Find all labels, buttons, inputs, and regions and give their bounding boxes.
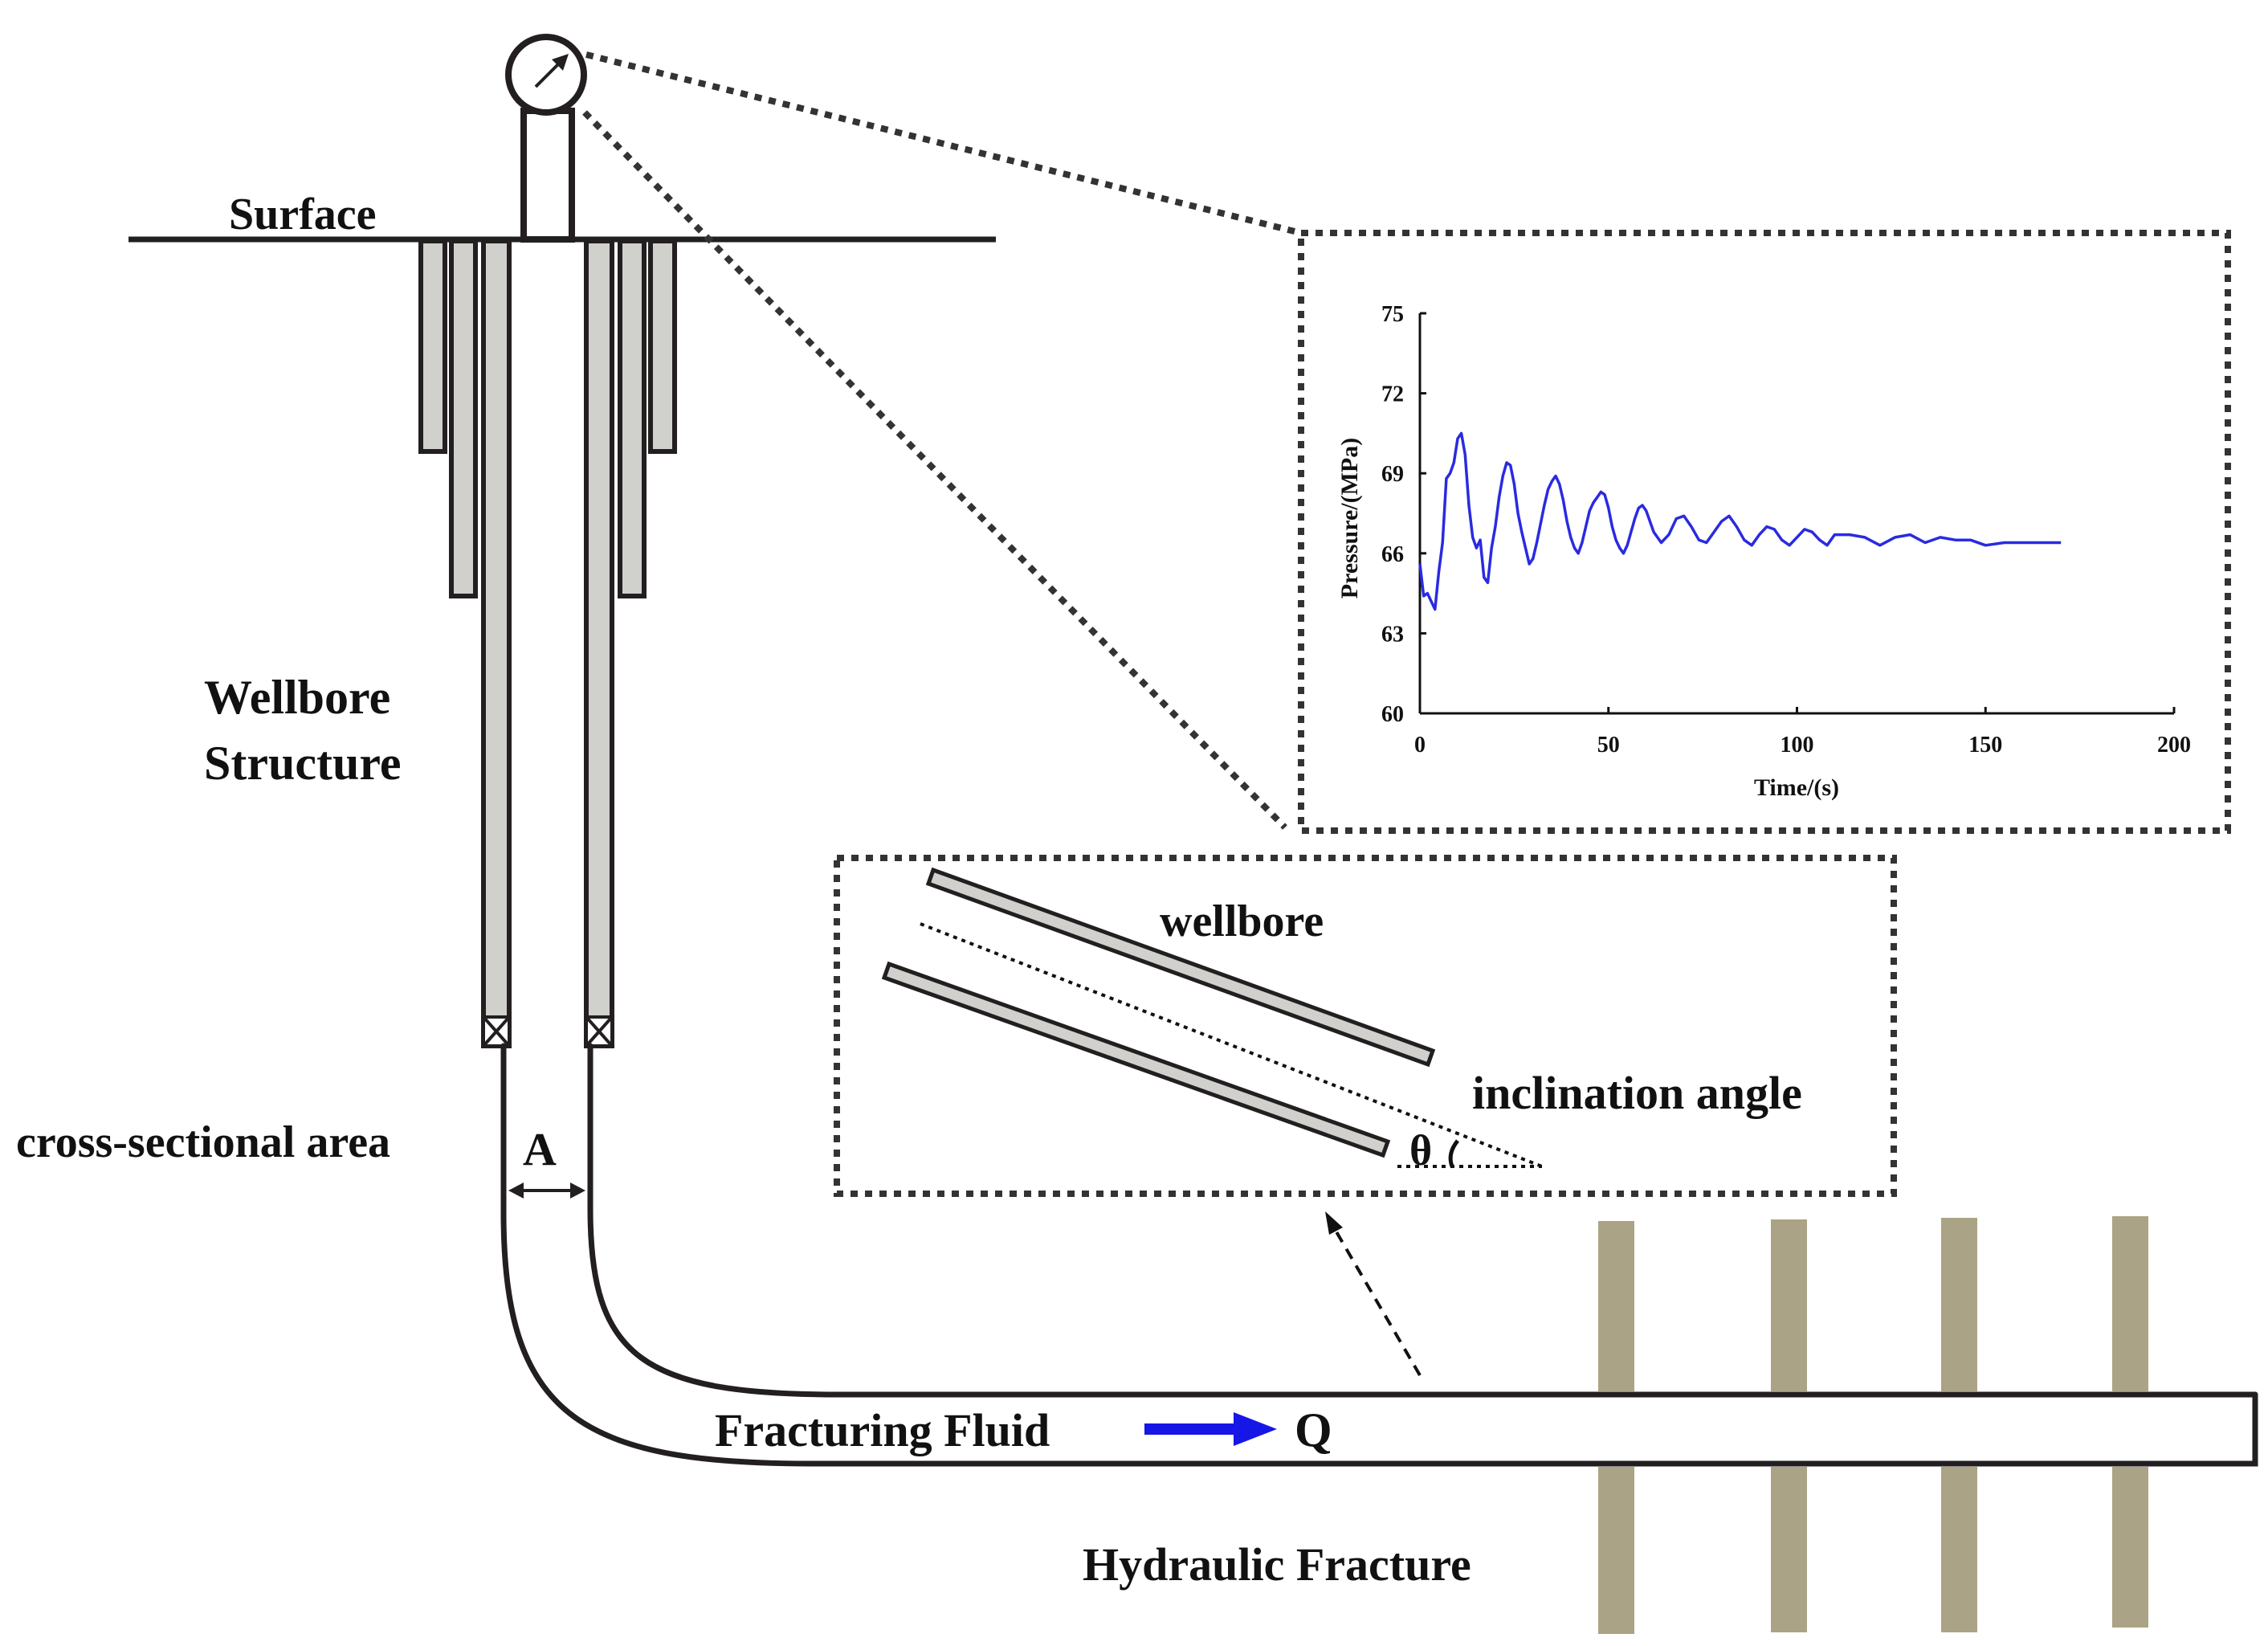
packers	[482, 1015, 614, 1048]
wellbore-outer-wall	[500, 1043, 2258, 1467]
inclination-angle-label: inclination angle	[1472, 1067, 1802, 1119]
flow-rate-symbol: Q	[1295, 1403, 1332, 1456]
packer-left-x2	[482, 1015, 511, 1048]
packer-right-x2	[585, 1015, 614, 1048]
y-tick-label: 72	[1381, 382, 1404, 407]
y-axis-ticks: 60 63 66 69 72 75	[1381, 302, 1426, 727]
fracture-4-upper	[2112, 1216, 2148, 1391]
surface-casing-left	[418, 239, 447, 454]
wellbore-structure-label-line1: Wellbore	[204, 671, 390, 724]
y-tick-label: 60	[1381, 702, 1404, 727]
horizontal-wellbore	[500, 1043, 2258, 1467]
hydraulic-fractures	[1598, 1216, 2148, 1634]
fracture-1-upper	[1598, 1221, 1634, 1391]
x-tick-label: 0	[1414, 733, 1426, 758]
area-symbol: A	[523, 1123, 557, 1175]
x-tick-label: 100	[1781, 733, 1814, 758]
hydraulic-fracture-label: Hydraulic Fracture	[1083, 1538, 1471, 1591]
inset-wellbore-label: wellbore	[1160, 897, 1324, 946]
cross-sectional-area-label: cross-sectional area	[16, 1117, 390, 1167]
casing-strings	[418, 239, 677, 1048]
wellbore-structure-label-line2: Structure	[204, 737, 402, 790]
production-casing-right	[584, 239, 614, 1048]
surface-casing-right	[648, 239, 677, 454]
chart-x-axis-label: Time/(s)	[1754, 774, 1839, 801]
fracturing-fluid-label: Fracturing Fluid	[715, 1404, 1050, 1456]
fracture-3-upper	[1941, 1218, 1977, 1391]
wellbore-inner-wall	[587, 1043, 2258, 1398]
x-axis-ticks: 0 50 100 150 200	[1414, 707, 2191, 758]
fracture-4-lower	[2112, 1467, 2148, 1628]
y-tick-label: 66	[1381, 542, 1404, 567]
inclined-wall-upper	[925, 867, 1436, 1068]
double-arrow-icon	[508, 1182, 585, 1199]
theta-symbol: θ	[1409, 1126, 1432, 1174]
production-casing-left	[481, 239, 512, 1048]
x-tick-label: 200	[2157, 733, 2191, 758]
angle-arc	[1448, 1139, 1459, 1167]
x-tick-label: 150	[1968, 733, 2002, 758]
pressure-series-line	[1418, 431, 2062, 611]
chart-y-axis-label: Pressure/(MPa)	[1336, 438, 1363, 599]
inclined-wellbore	[881, 867, 1543, 1168]
y-tick-label: 69	[1381, 462, 1404, 487]
fracture-3-lower	[1941, 1467, 1977, 1632]
flow-arrow-icon	[1144, 1412, 1277, 1446]
zoom-lines	[582, 51, 1302, 830]
wellhead	[128, 34, 996, 243]
inclined-wall-lower	[881, 961, 1391, 1158]
pressure-chart: 60 63 66 69 72 75 0 50 100 150 200 Pressure/(MPa)…	[1336, 302, 2191, 801]
inset-pointer-arrow	[1325, 1211, 1422, 1377]
wellhead-stem	[520, 108, 575, 243]
fracture-1-lower	[1598, 1467, 1634, 1634]
x-tick-label: 50	[1597, 733, 1620, 758]
fracture-2-lower	[1771, 1467, 1807, 1632]
fracture-2-upper	[1771, 1219, 1807, 1391]
y-tick-label: 63	[1381, 622, 1404, 647]
chart-inset-frame	[1298, 230, 2231, 834]
y-tick-label: 75	[1381, 302, 1404, 327]
intermediate-casing-left	[449, 239, 478, 598]
intermediate-casing-right	[618, 239, 647, 598]
surface-label: Surface	[229, 190, 377, 239]
gauge-needle-head	[552, 54, 569, 71]
